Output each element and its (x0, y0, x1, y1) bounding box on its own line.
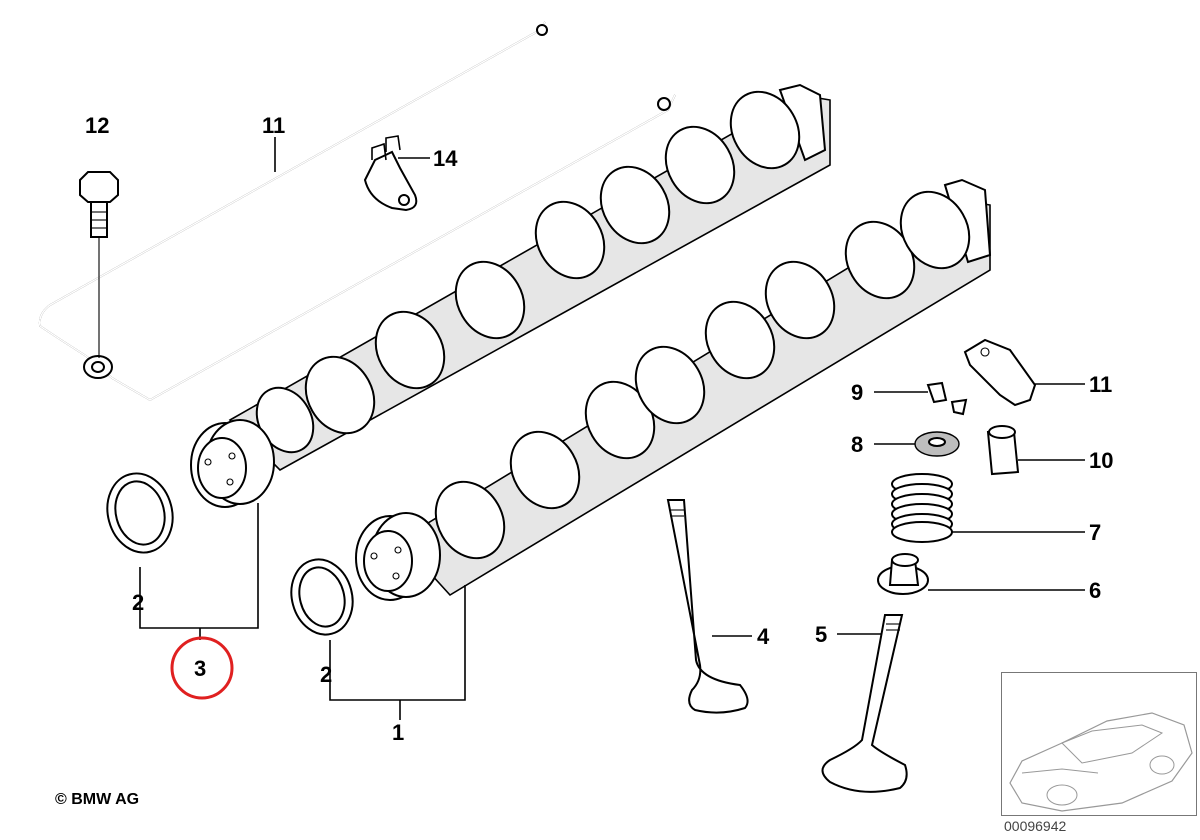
camshaft-upper (190, 83, 831, 508)
callout-12[interactable]: 11 (262, 113, 285, 138)
callout-9[interactable]: 9 (851, 380, 863, 405)
callout-5[interactable]: 5 (815, 622, 827, 647)
callout-4[interactable]: 4 (757, 624, 770, 649)
callout-7[interactable]: 7 (1089, 520, 1101, 545)
hydraulic-lifter (986, 425, 1020, 476)
valve-stem-seal (877, 553, 929, 595)
reference-number: 00096942 (1004, 818, 1067, 834)
callouts: 12 11 14 2 2 1 4 5 6 7 8 9 10 11 3 (85, 113, 1113, 745)
camshaft-lower (355, 178, 992, 601)
seal-ring-upper (106, 472, 174, 554)
callout-6[interactable]: 6 (1089, 578, 1101, 603)
bracket (363, 135, 418, 212)
valve-spring (891, 473, 953, 543)
valve-intake (666, 499, 749, 714)
callout-8[interactable]: 8 (851, 432, 863, 457)
callout-3[interactable]: 3 (194, 656, 206, 681)
callout-2-lower[interactable]: 2 (320, 662, 332, 687)
valve-exhaust (821, 614, 908, 793)
bolt (79, 171, 119, 358)
copyright-text: © BMW AG (55, 791, 140, 808)
callout-11[interactable]: 11 (1089, 372, 1112, 397)
valve-cotters (926, 381, 968, 416)
rocker-arm (963, 338, 1037, 407)
highlight-circle (170, 636, 234, 700)
spring-retainer (914, 431, 960, 457)
oil-spray-tube (38, 21, 676, 401)
leader-lines (139, 137, 1085, 720)
callout-1[interactable]: 1 (392, 720, 404, 745)
callout-13[interactable]: 12 (85, 113, 109, 138)
callout-10[interactable]: 10 (1089, 448, 1113, 473)
car-outline-icon (1009, 712, 1193, 812)
seal-ring-lower (290, 558, 354, 636)
vehicle-thumbnail (1001, 672, 1197, 816)
callout-2-upper[interactable]: 2 (132, 590, 144, 615)
callout-14[interactable]: 14 (433, 146, 458, 171)
